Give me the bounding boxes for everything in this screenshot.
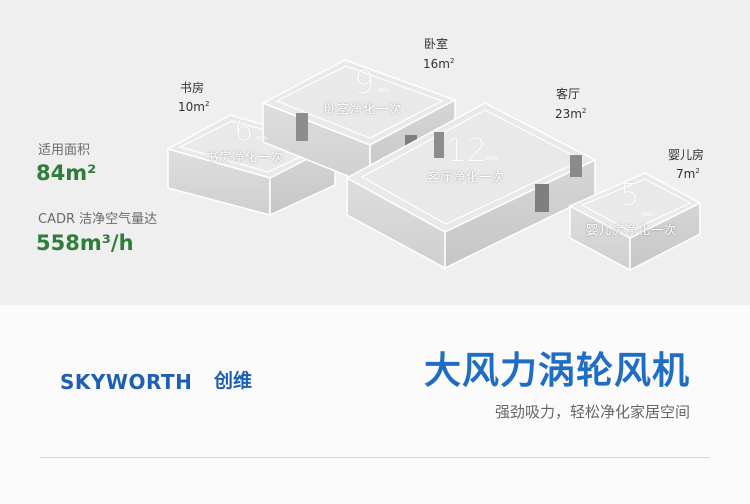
baby-purify-text: 婴儿房净化一次 [586, 223, 678, 237]
study-min-unit: min [256, 135, 268, 142]
living-minutes: 12 [446, 131, 487, 169]
brand-logo-cn: 创维 [214, 370, 253, 392]
room-study-block [166, 114, 338, 217]
feature-headline: 大风力涡轮风机 [424, 349, 690, 392]
room-study-name: 书房 [180, 81, 205, 95]
area-value: 84m² [36, 161, 97, 185]
brand-logo-text: SKYWORTH [60, 370, 193, 394]
bedroom-minutes: 9 [354, 63, 375, 101]
room-baby-area: 7m2 [676, 167, 700, 181]
cadr-label: CADR 洁净空气量达 [38, 212, 158, 227]
room-living-block [345, 102, 597, 270]
room-isometric-diagram [166, 59, 702, 272]
brand-panel [0, 305, 750, 504]
living-min-unit: min [486, 155, 498, 162]
cadr-value: 558m³/h [36, 231, 134, 255]
room-baby-name: 婴儿房 [668, 148, 705, 162]
bedroom-min-unit: min [378, 87, 390, 94]
room-bedroom-name: 卧室 [424, 37, 449, 51]
study-purify-text: 书房净化一次 [206, 150, 285, 164]
feature-subtitle: 强劲吸力，轻松净化家居空间 [494, 403, 690, 421]
room-bedroom-area: 16m2 [423, 57, 455, 71]
room-study-area: 10m2 [178, 100, 210, 114]
living-purify-text: 客厅净化一次 [427, 170, 506, 184]
room-living-area: 23m2 [555, 107, 587, 121]
study-minutes: 6 [234, 113, 254, 148]
divider [40, 457, 710, 458]
room-baby-block [568, 172, 702, 272]
bedroom-purify-text: 卧室净化一次 [324, 102, 403, 116]
baby-minutes: 5 [620, 178, 640, 213]
room-living-name: 客厅 [556, 87, 581, 101]
area-label: 适用面积 [38, 143, 91, 158]
baby-min-unit: min [642, 211, 654, 218]
